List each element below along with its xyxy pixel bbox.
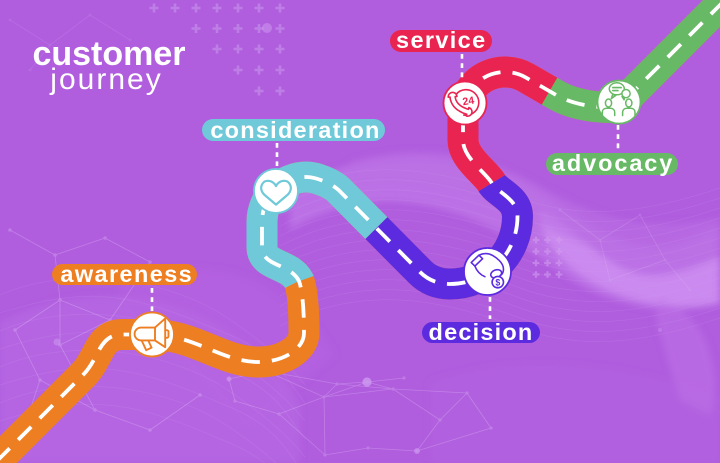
svg-text:$: $ xyxy=(495,277,500,287)
svg-text:24: 24 xyxy=(462,95,476,109)
